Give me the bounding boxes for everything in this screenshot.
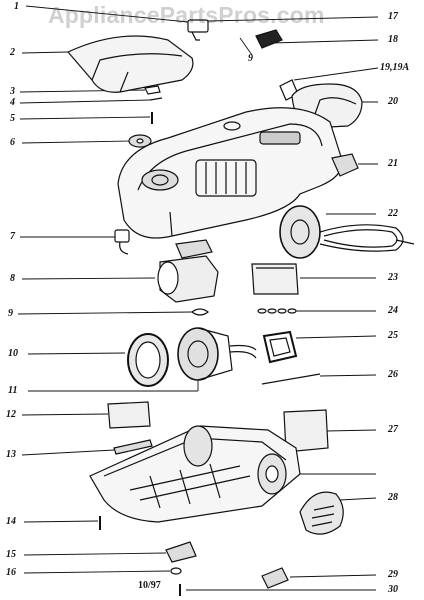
callout-10: 10	[8, 348, 18, 359]
callout-20: 20	[388, 96, 398, 107]
leader-26	[319, 374, 377, 377]
callout-15: 15	[6, 549, 16, 560]
part-18-bracket	[255, 29, 283, 49]
part-2-top-cover	[67, 35, 194, 93]
leader-27	[325, 429, 377, 432]
part-15-latch	[165, 541, 197, 563]
leader-15	[23, 552, 167, 556]
leader-2	[21, 51, 69, 54]
leader-9b	[239, 37, 253, 56]
leader-1	[25, 5, 189, 23]
part-10-gasket-ring	[127, 333, 169, 387]
callout-1: 1	[14, 1, 19, 12]
callout-23: 23	[388, 272, 398, 283]
callout-18: 18	[388, 34, 398, 45]
callout-29: 29	[388, 569, 398, 580]
part-7-switch	[114, 229, 130, 255]
part-8-motor-housing	[157, 239, 219, 303]
part-6-washer	[128, 134, 152, 148]
part-17-latch	[187, 19, 209, 41]
callout-27: 27	[388, 424, 398, 435]
callout-28: 28	[388, 492, 398, 503]
main-housing	[117, 107, 343, 239]
part-12-filter	[107, 401, 151, 429]
leader-5	[19, 116, 151, 120]
callout-5: 5	[10, 113, 15, 124]
callout-21: 21	[388, 158, 398, 169]
callout-22: 22	[388, 208, 398, 219]
callout-17: 17	[388, 11, 398, 22]
leader-19	[293, 67, 379, 81]
leader-13	[21, 449, 115, 456]
part-25-gasket	[262, 330, 298, 364]
callout-14: 14	[6, 516, 16, 527]
part-28-wheel-cover	[299, 491, 344, 535]
callout-11: 11	[8, 385, 18, 396]
leader-lines	[17, 5, 379, 591]
leader-29	[289, 574, 377, 578]
leader-16	[23, 570, 171, 574]
part-22-cord-reel	[279, 205, 415, 259]
base-housing	[89, 425, 301, 523]
callout-3: 3	[10, 86, 15, 97]
callout-12: 12	[6, 409, 16, 420]
part-26-wire	[261, 373, 321, 385]
callout-13: 13	[6, 449, 16, 460]
part-27-filter	[283, 409, 329, 453]
callout-19: 19,19A	[380, 62, 410, 73]
callout-8: 8	[10, 273, 15, 284]
part-24-spacers	[257, 308, 297, 314]
leader-10	[27, 352, 126, 355]
leader-28	[339, 497, 377, 501]
leader-9	[17, 311, 193, 315]
watermark-text: AppliancePartsPros.com	[48, 2, 325, 28]
revision-date: 10/97	[138, 580, 161, 591]
callout-7: 7	[10, 231, 15, 242]
part-29-clip	[261, 567, 289, 589]
leader-6	[21, 140, 131, 144]
leader-25	[295, 335, 377, 339]
callout-26: 26	[388, 369, 398, 380]
callout-9: 9	[8, 308, 13, 319]
part-16-ring	[170, 567, 182, 575]
callout-30: 30	[388, 584, 398, 595]
callout-2: 2	[10, 47, 15, 58]
leader-4	[19, 99, 151, 104]
part-9-spring	[190, 308, 210, 316]
leader-12	[21, 413, 109, 416]
callout-9-upper: 9	[248, 53, 253, 64]
part-21-grip	[331, 153, 359, 177]
part-23-filter	[251, 263, 299, 295]
part-13-strip	[113, 439, 153, 455]
callout-6: 6	[10, 137, 15, 148]
callout-24: 24	[388, 305, 398, 316]
callout-4: 4	[10, 97, 15, 108]
part-11-motor	[177, 327, 257, 381]
part-3-clip	[144, 85, 161, 95]
leader-8	[21, 277, 156, 280]
leader-14	[23, 520, 99, 523]
callout-16: 16	[6, 567, 16, 578]
leader-17	[207, 16, 379, 22]
callout-25: 25	[388, 330, 398, 341]
leader-18	[271, 39, 379, 44]
part-4-pin	[149, 97, 163, 101]
